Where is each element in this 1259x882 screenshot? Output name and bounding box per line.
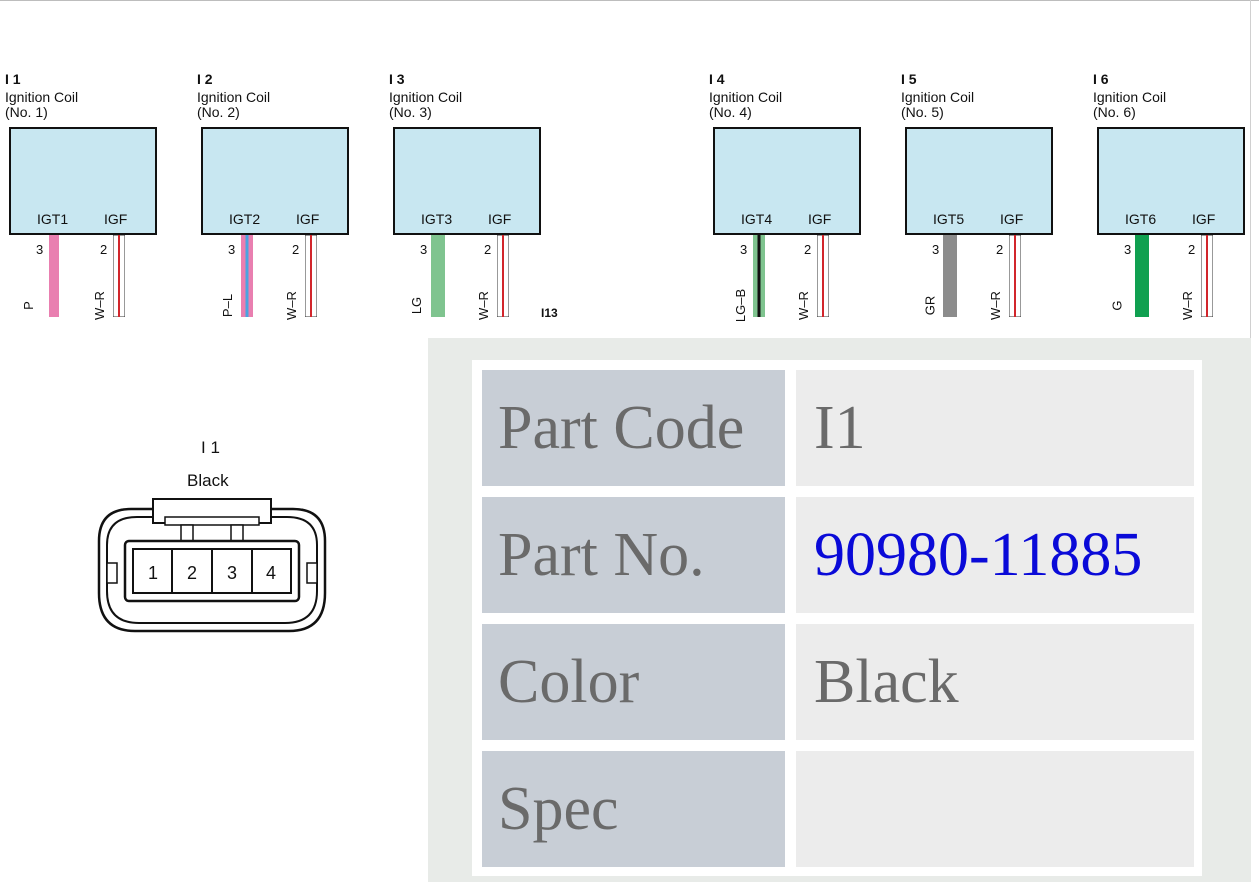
coil-id: I 1 [5, 71, 21, 87]
terminal-igf: IGF [808, 211, 832, 227]
coil-name: Ignition Coil [709, 89, 783, 105]
coil-name: Ignition Coil [197, 89, 271, 105]
pin-2-label: 2 [804, 242, 812, 257]
row-part-no: Part No. 90980-11885 [482, 497, 1194, 613]
pin-2-label: 2 [100, 242, 108, 257]
part-code-label: Part Code [482, 370, 785, 486]
igf-wire [496, 234, 510, 318]
coil-id: I 2 [197, 71, 213, 87]
connector-id: I 1 [201, 438, 220, 457]
igf-wire [304, 234, 318, 318]
coil-6[interactable]: I 6 Ignition Coil (No. 6) IGT6 IGF 3 2 G… [1093, 70, 1259, 320]
igf-wire-color: W–R [475, 291, 491, 320]
igf-wire-color: W–R [91, 291, 107, 320]
igt-wire-color: LG–B [733, 288, 749, 323]
coil-4[interactable]: I 4 Ignition Coil (No. 4) IGT4 IGF 3 2 L… [709, 70, 879, 322]
pin-2-label: 2 [484, 242, 492, 257]
coil-box: IGT1 IGF [9, 127, 157, 235]
terminal-igt: IGT5 [933, 211, 965, 227]
row-part-code: Part Code I1 [482, 370, 1194, 486]
igf-wire [1008, 234, 1022, 318]
igt-wire [753, 235, 765, 317]
pin-2-label: 2 [1188, 242, 1196, 257]
coil-5[interactable]: I 5 Ignition Coil (No. 5) IGT5 IGF 3 2 G… [901, 70, 1071, 320]
terminal-igf: IGF [296, 211, 320, 227]
terminal-igt: IGT1 [37, 211, 69, 227]
coil-box: IGT4 IGF [713, 127, 861, 235]
coil-2[interactable]: I 2 Ignition Coil (No. 2) IGT2 IGF 3 2 P… [197, 70, 367, 320]
pin-3-label: 3 [1124, 242, 1132, 257]
coil-id: I 4 [709, 71, 725, 87]
coil-name: Ignition Coil [901, 89, 975, 105]
coil-id: I 5 [901, 71, 917, 87]
partial-connector-label: I13 [541, 306, 558, 320]
pin-2: 2 [187, 563, 197, 583]
igt-wire-color: P–L [220, 293, 236, 318]
pin-2-label: 2 [996, 242, 1004, 257]
connector-face-icon: 1 2 3 4 [93, 497, 331, 640]
terminal-igf: IGF [1000, 211, 1024, 227]
pin-3-label: 3 [932, 242, 940, 257]
color-label: Color [482, 624, 785, 740]
pin-3-label: 3 [740, 242, 748, 257]
igt-wire-color: P [20, 301, 36, 310]
coil-3[interactable]: I 3 Ignition Coil (No. 3) IGT3 IGF 3 2 L… [389, 70, 559, 320]
igt-wire-color: GR [922, 295, 938, 316]
igf-wire [1200, 234, 1214, 318]
terminal-igf: IGF [104, 211, 128, 227]
coil-name: Ignition Coil [5, 89, 79, 105]
igf-wire [112, 234, 126, 318]
coil-name: Ignition Coil [389, 89, 463, 105]
terminal-igt: IGT4 [741, 211, 773, 227]
top-border [0, 0, 1259, 1]
terminal-igf: IGF [1192, 211, 1216, 227]
part-code-value: I1 [796, 370, 1194, 486]
igf-wire-color: W–R [283, 291, 299, 320]
coil-number: (No. 3) [389, 104, 432, 120]
terminal-igf: IGF [488, 211, 512, 227]
igf-wire [816, 234, 830, 318]
igf-wire-color: W–R [987, 291, 1003, 320]
terminal-igt: IGT6 [1125, 211, 1157, 227]
coil-number: (No. 2) [197, 104, 240, 120]
igt-wire [431, 235, 445, 317]
coil-number: (No. 6) [1093, 104, 1136, 120]
pin-3-label: 3 [420, 242, 428, 257]
coil-name: Ignition Coil [1093, 89, 1167, 105]
pin-3-label: 3 [228, 242, 236, 257]
igt-wire [1135, 235, 1149, 317]
row-color: Color Black [482, 624, 1194, 740]
row-spec: Spec [482, 751, 1194, 867]
igt-wire-color: LG [409, 296, 425, 315]
igt-wire [943, 235, 957, 317]
terminal-igt: IGT3 [421, 211, 453, 227]
coil-box: IGT6 IGF [1097, 127, 1245, 235]
coil-number: (No. 4) [709, 104, 752, 120]
igt-wire-color: G [1109, 300, 1125, 311]
part-no-link[interactable]: 90980-11885 [796, 497, 1194, 613]
connector-color: Black [187, 471, 229, 490]
coil-number: (No. 5) [901, 104, 944, 120]
spec-value [796, 751, 1194, 867]
igf-wire-color: W–R [1179, 291, 1195, 320]
coil-id: I 6 [1093, 71, 1109, 87]
coil-box: IGT5 IGF [905, 127, 1053, 235]
coil-box: IGT3 IGF [393, 127, 541, 235]
spec-label: Spec [482, 751, 785, 867]
coil-box: IGT2 IGF [201, 127, 349, 235]
color-value: Black [796, 624, 1194, 740]
pin-4: 4 [266, 563, 276, 583]
igf-wire-color: W–R [795, 291, 811, 320]
pin-3-label: 3 [36, 242, 44, 257]
coil-number: (No. 1) [5, 104, 48, 120]
pin-1: 1 [148, 563, 158, 583]
pin-2-label: 2 [292, 242, 300, 257]
coil-1[interactable]: I 1 Ignition Coil (No. 1) IGT1 IGF 3 2 P… [5, 70, 175, 320]
pin-3: 3 [227, 563, 237, 583]
terminal-igt: IGT2 [229, 211, 261, 227]
igt-wire [49, 235, 59, 317]
coil-id: I 3 [389, 71, 405, 87]
igt-wire [241, 235, 253, 317]
part-no-label: Part No. [482, 497, 785, 613]
